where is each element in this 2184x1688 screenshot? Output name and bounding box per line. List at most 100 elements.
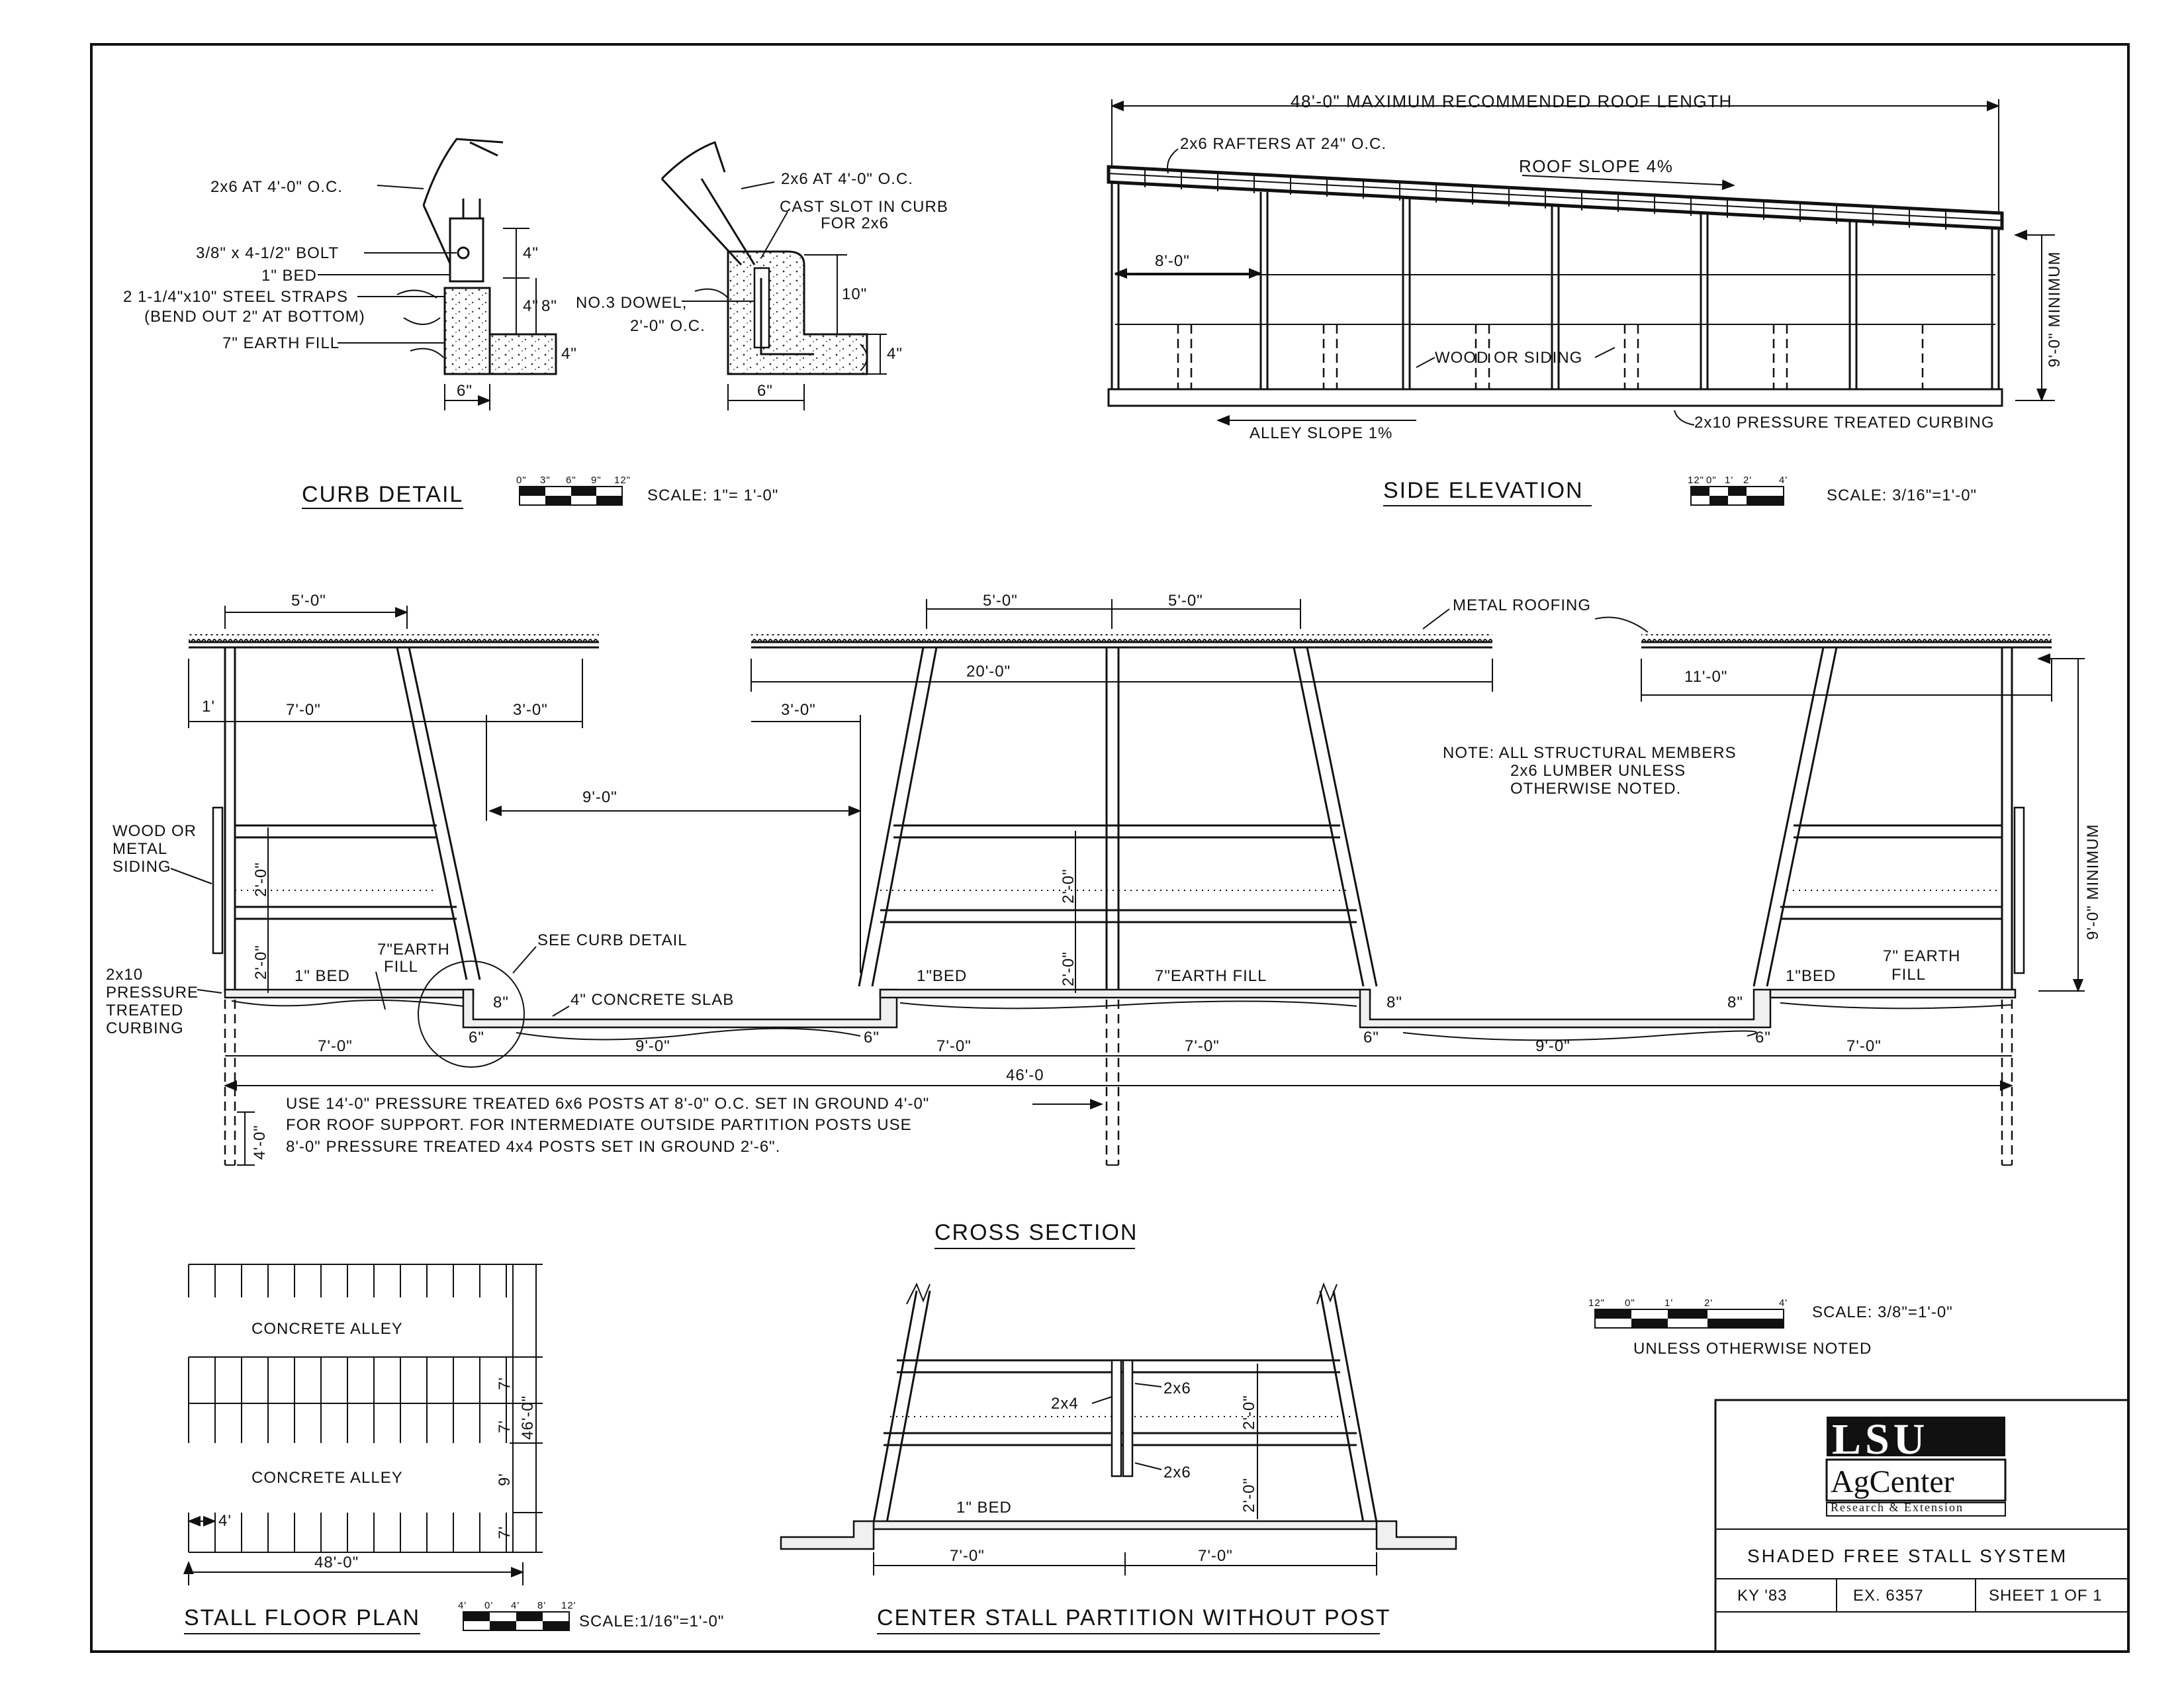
side-elevation: 48'-0" MAXIMUM RECOMMENDED ROOF LENGTH 8… [1107,91,2064,506]
curb-detail-callout [418,961,525,1068]
curb-dim-8: 8" [541,297,557,315]
side-scale-bar: 12" 0" 1' 2' 4' [1688,475,1788,506]
cs-scale-note: UNLESS OTHERWISE NOTED [1633,1340,1872,1358]
cs-curb-2: PRESSURE [106,984,199,1002]
cs-siding-1: WOOD OR [113,822,197,840]
curb-dim-10: 10" [842,285,867,303]
cs-slab: 4" CONCRETE SLAB [570,991,734,1009]
cs-c6a: 6" [469,1029,484,1047]
cs-metal-roofing: METAL ROOFING [1453,596,1591,614]
cp-2x4: 2x4 [1051,1395,1079,1413]
lsu-agcenter-logo: LSU AgCenter Research & Extension [1825,1415,2007,1517]
cs-dim-3a: 3'-0" [513,701,548,719]
roof-right [1641,634,2052,642]
curb-dim-6b: 6" [757,382,773,400]
cs-v2c: 2'-0" [1060,868,1077,904]
curb-label-dowel2: 2'-0" O.C. [630,317,705,335]
plan-scale-tick-4: 12' [561,1600,576,1611]
curb-label-slot1: CAST SLOT IN CURB [780,198,948,216]
cs-post-1: USE 14'-0" PRESSURE TREATED 6x6 POSTS AT… [286,1095,929,1113]
plan-r9: 9' [496,1473,514,1486]
side-scale-text: SCALE: 3/16"=1'-0" [1827,487,1977,504]
curb-dim-6a: 6" [457,382,473,400]
cp-d7b: 7'-0" [1198,1547,1233,1565]
curb-label-straps-note: (BEND OUT 2" AT BOTTOM) [144,308,365,326]
curb-scale-bar: 0" 3" 6" 9" 12" [516,475,631,506]
cs-c8b: 8" [1387,994,1402,1011]
curb-dim-4a: 4" [523,244,539,262]
cs-scale-tick-3: 2' [1704,1297,1713,1309]
plan-r7c: 7' [496,1526,514,1539]
drawing-title: SHADED FREE STALL SYSTEM [1747,1546,2068,1566]
side-scale-tick-4: 4' [1779,475,1788,486]
cs-fill3b: FILL [1891,966,1926,984]
cs-siding-3: SIDING [113,858,171,876]
curb-label-rafter2: 2x6 AT 4'-0" O.C. [781,170,913,188]
cs-scale-tick-4: 4' [1779,1297,1788,1309]
curb-dim-4d: 4" [887,345,903,363]
drawing-code: KY '83 [1737,1587,1788,1605]
cs-post-2: FOR ROOF SUPPORT. FOR INTERMEDIATE OUTSI… [286,1116,912,1134]
cp-2x6-a: 2x6 [1163,1380,1191,1397]
curb-label-straps: 2 1-1/4"x10" STEEL STRAPS [123,288,348,306]
side-height-label: 9'-0" MINIMUM [2046,252,2064,367]
side-bay-label: 8'-0" [1155,252,1190,270]
sheet-border [90,43,2130,1653]
curb-label-slot2: FOR 2x6 [821,214,889,232]
curb-scale-tick-4: 12" [614,475,631,486]
curb-dim-4b: 4" [523,297,539,315]
drawing-ex: EX. 6357 [1853,1587,1924,1605]
curb-detail-title: CURB DETAIL [302,482,463,507]
cs-total: 46'-0 [1006,1066,1044,1084]
side-scale-tick-0: 12" [1688,475,1704,486]
cs-note-2: 2x6 LUMBER UNLESS [1510,762,1686,780]
logo-sub: AgCenter [1831,1464,1954,1499]
plan-scale-tick-1: 0' [484,1600,493,1611]
side-elevation-title: SIDE ELEVATION [1383,478,1584,503]
curb-dim-4c: 4" [561,345,577,363]
curb-scale-tick-2: 6" [566,475,576,486]
drawing-sheet-number: SHEET 1 OF 1 [1989,1587,2103,1605]
side-length-label: 48'-0" MAXIMUM RECOMMENDED ROOF LENGTH [1291,91,1733,111]
cs-scale-tick-0: 12" [1588,1297,1605,1309]
cs-height: 9'-0" MINIMUM [2084,824,2102,940]
cs-v2b: 2'-0" [252,945,270,980]
cs-c6d: 6" [1755,1029,1771,1047]
plan-scale-tick-2: 4' [511,1600,520,1611]
cp-v2a: 2'-0" [1240,1395,1258,1430]
cs-scale-tick-2: 1' [1664,1297,1673,1309]
plan-alley-2: CONCRETE ALLEY [251,1469,403,1487]
cs-dim-7a: 7'-0" [286,701,321,719]
plan-r7a: 7' [496,1377,514,1390]
cp-2x6-b: 2x6 [1163,1464,1191,1481]
roof-center [751,634,1492,642]
side-scale-tick-3: 2' [1743,475,1752,486]
curb-label-dowel1: NO.3 DOWEL, [576,294,687,312]
side-scale-tick-2: 1' [1725,475,1733,486]
cs-scale-text: SCALE: 3/8"=1'-0" [1812,1303,1953,1321]
plan-scale-tick-3: 8' [537,1600,546,1611]
cs-embed: 4'-0" [251,1125,269,1160]
curb-label-fill: 7" EARTH FILL [222,334,340,352]
side-scale-tick-1: 0" [1706,475,1717,486]
cs-curb-3: TREATED [106,1002,183,1019]
cs-scale-bar: 12" 0" 1' 2' 4' [1588,1297,1788,1329]
logo-main: LSU [1832,1415,1929,1464]
cs-dim-5c: 5'-0" [1168,592,1203,610]
cs-c6c: 6" [1363,1029,1379,1047]
logo-tag: Research & Extension [1831,1501,1964,1514]
cs-post-3: 8'-0" PRESSURE TREATED 4x4 POSTS SET IN … [286,1138,780,1156]
side-roof-slope: ROOF SLOPE 4% [1519,156,1673,176]
cs-fill1a: 7"EARTH [377,941,450,959]
cs-b7a: 7'-0" [318,1037,353,1055]
cs-see-curb: SEE CURB DETAIL [537,931,688,949]
cs-c8a: 8" [493,994,509,1011]
cs-fill2: 7"EARTH FILL [1155,967,1267,985]
cs-b7b: 7'-0" [936,1037,972,1055]
cs-dim-5b: 5'-0" [983,592,1018,610]
curb-scale-tick-1: 3" [540,475,551,486]
cs-siding-2: METAL [113,840,167,858]
center-partition-title: CENTER STALL PARTITION WITHOUT POST [877,1605,1391,1630]
cs-b7d: 7'-0" [1846,1037,1882,1055]
